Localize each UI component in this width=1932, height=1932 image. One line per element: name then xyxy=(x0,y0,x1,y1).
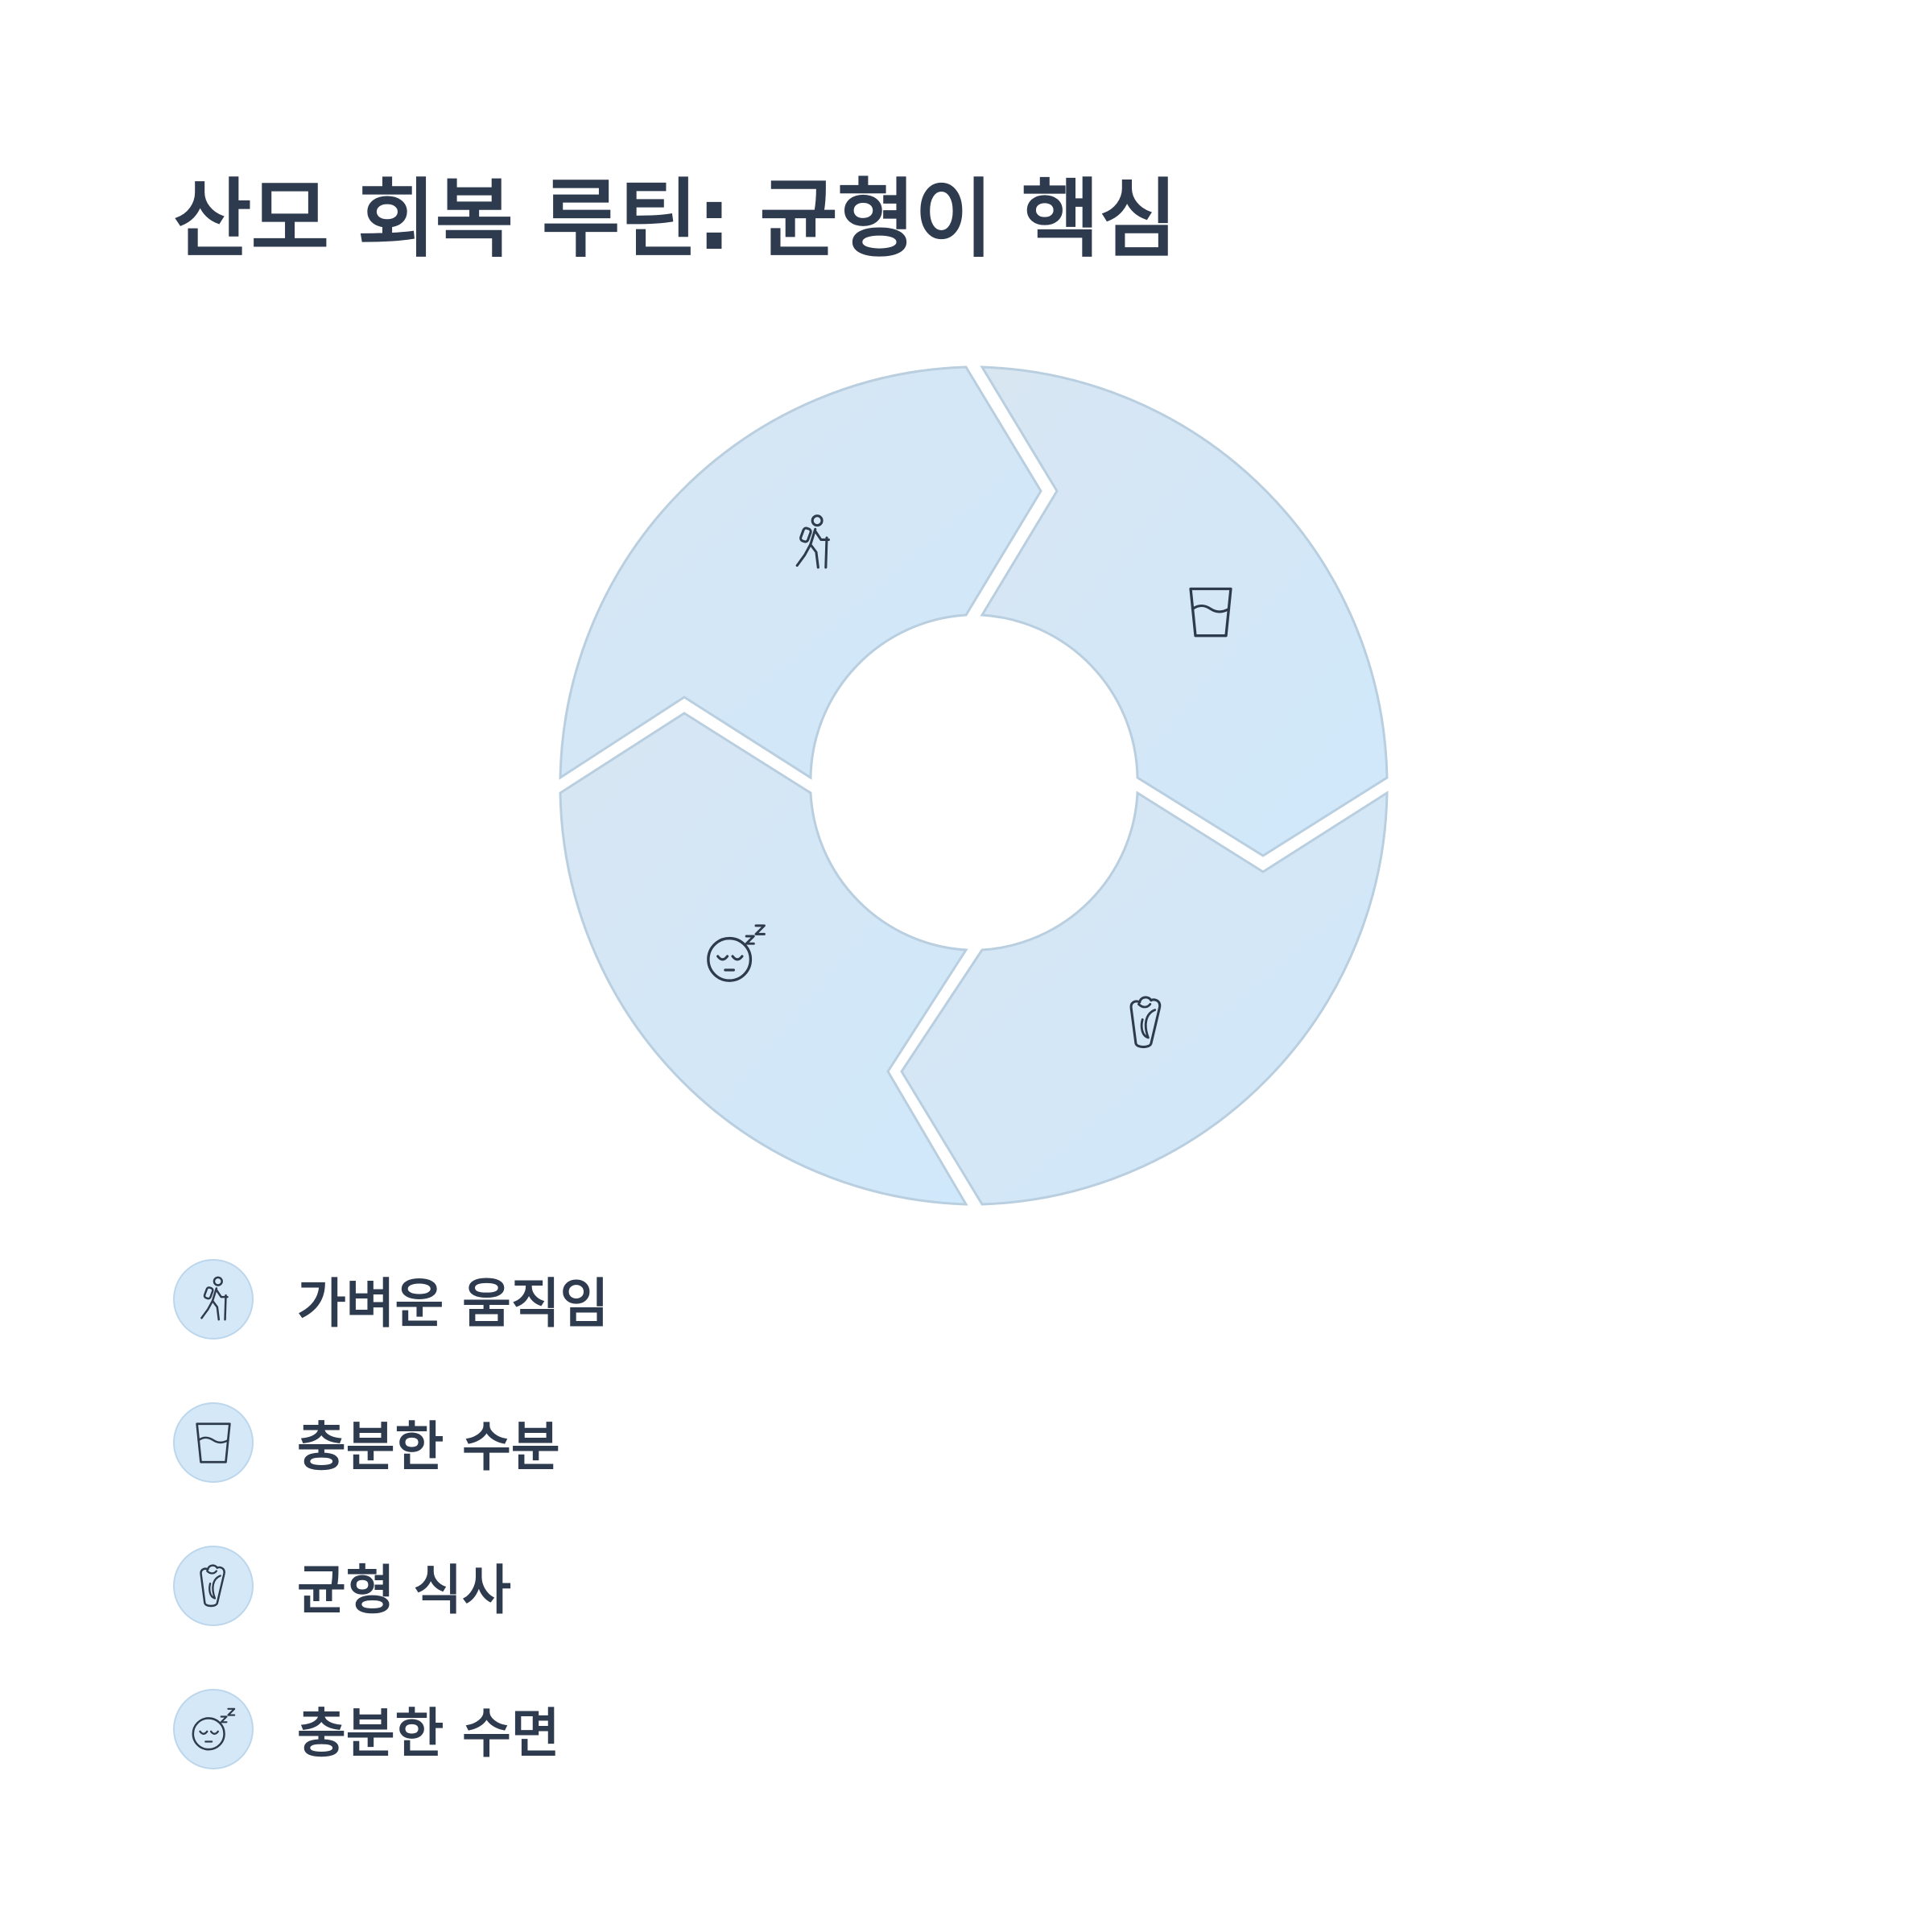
sleeping-face-icon xyxy=(173,1689,254,1769)
legend: 가벼운 움직임 충분한 수분 균형 식사 충분한 수면 xyxy=(173,1257,609,1831)
legend-item-balanced-meal: 균형 식사 xyxy=(173,1544,609,1628)
legend-label: 균형 식사 xyxy=(297,1559,511,1621)
legend-label: 충분한 수면 xyxy=(297,1703,560,1765)
hiking-icon xyxy=(173,1259,254,1340)
segment-light-movement xyxy=(559,365,1042,780)
legend-item-light-movement: 가벼운 움직임 xyxy=(173,1257,609,1341)
legend-item-hydration: 충분한 수분 xyxy=(173,1401,609,1484)
legend-item-sleep: 충분한 수면 xyxy=(173,1687,609,1771)
burrito-icon xyxy=(173,1546,254,1626)
water-glass-icon xyxy=(173,1402,254,1483)
legend-label: 충분한 수분 xyxy=(297,1416,560,1478)
page-title: 산모 회복 루틴: 균형이 핵심 xyxy=(173,170,1178,269)
segment-hydration xyxy=(980,365,1389,857)
legend-label: 가벼운 움직임 xyxy=(297,1273,609,1335)
segment-sleep xyxy=(559,712,968,1206)
